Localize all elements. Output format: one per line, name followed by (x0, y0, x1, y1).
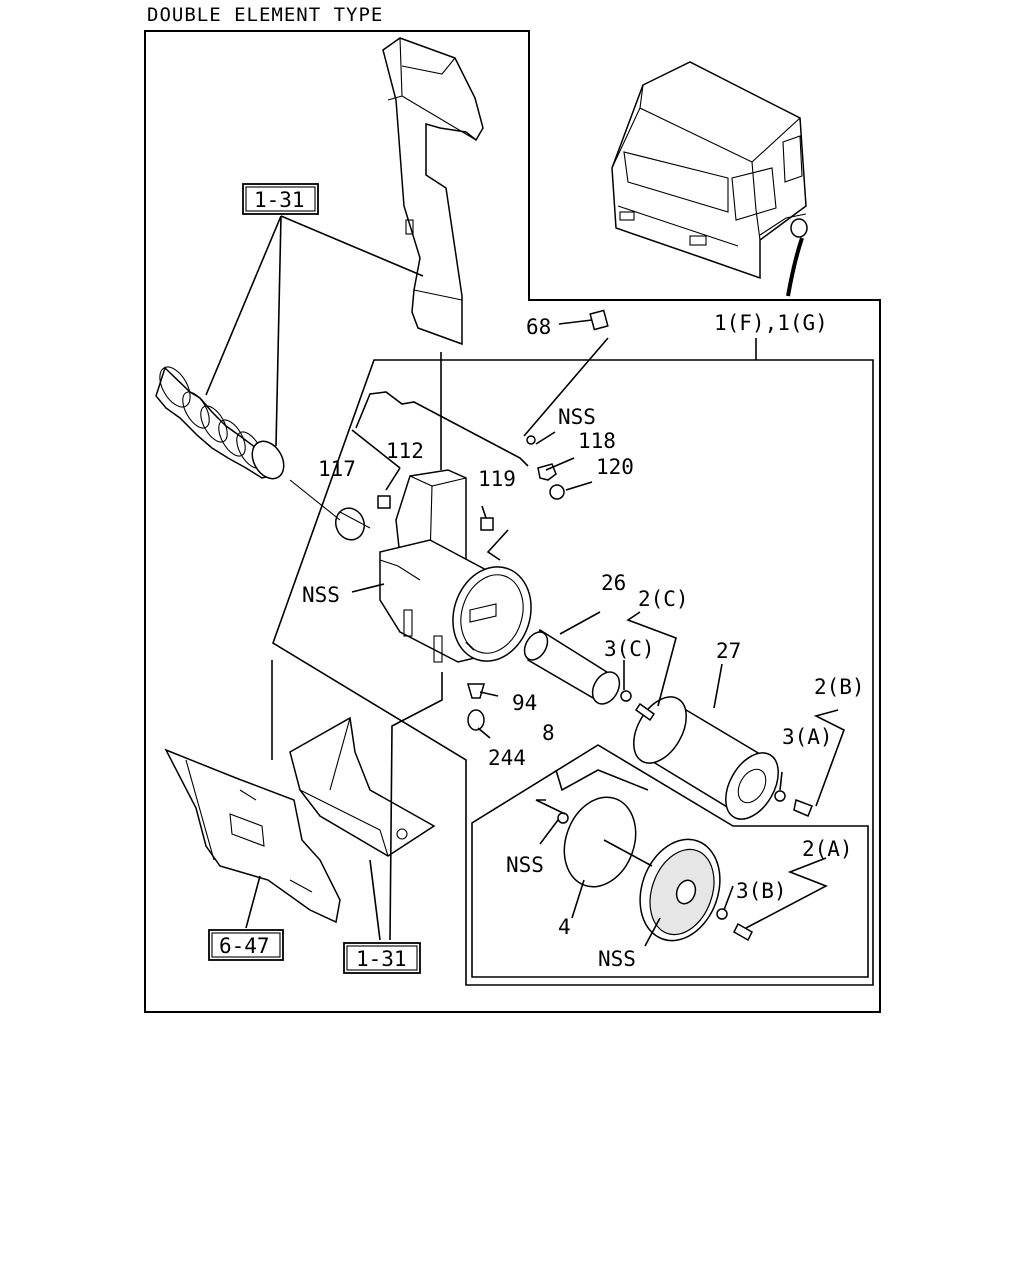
wing-bolt-2c (634, 702, 656, 722)
outer-element-27 (633, 696, 779, 820)
label-27: 27 (716, 639, 741, 663)
bolt-117 (377, 495, 391, 509)
label-nss-housing: NSS (302, 583, 340, 607)
truck-cab-illustration (611, 61, 808, 297)
label-117: 117 (318, 457, 356, 481)
label-3a: 3(A) (782, 725, 833, 749)
intake-flange (335, 507, 371, 541)
label-119: 119 (478, 467, 516, 491)
inner-element-26 (523, 628, 621, 705)
label-112: 112 (386, 439, 424, 463)
label-assembly: 1(F),1(G) (714, 311, 828, 335)
label-nss-washer: NSS (558, 405, 596, 429)
label-8: 8 (542, 721, 555, 745)
label-120: 120 (596, 455, 634, 479)
washer-3b (716, 908, 728, 920)
reference-box-panel[interactable]: 6-47 (208, 929, 284, 961)
mounting-rod (355, 391, 529, 467)
label-244: 244 (488, 746, 526, 770)
leader-lines (245, 319, 845, 947)
gasket-4 (563, 796, 637, 888)
label-68: 68 (526, 315, 551, 339)
washer-nss-cover (557, 812, 569, 824)
label-94: 94 (512, 691, 537, 715)
side-panel (164, 748, 341, 924)
cover-plate (639, 838, 721, 942)
label-118: 118 (578, 429, 616, 453)
label-nss-cover: NSS (598, 947, 636, 971)
reference-box-upper[interactable]: 1-31 (242, 183, 319, 215)
svg-text:1-31: 1-31 (356, 947, 407, 971)
washer-nss (526, 435, 536, 445)
flexible-intake-hose (155, 366, 285, 480)
label-2c: 2(C) (638, 587, 689, 611)
reference-box-bracket[interactable]: 1-31 (343, 942, 421, 974)
label-26: 26 (601, 571, 626, 595)
nut-120 (549, 484, 565, 500)
bolt-119 (480, 517, 494, 531)
snorkel-intake-duct (382, 37, 484, 346)
mounting-bracket (289, 716, 436, 857)
label-4: 4 (558, 915, 571, 939)
cap-244 (467, 709, 485, 731)
air-cleaner-housing (379, 469, 532, 663)
label-3b: 3(B) (736, 879, 787, 903)
wing-bolt-2a (733, 922, 753, 942)
clamp-94 (467, 683, 485, 699)
wing-bolt-2b (793, 798, 813, 817)
label-2b: 2(B) (814, 675, 865, 699)
diagram-title: DOUBLE ELEMENT TYPE (147, 4, 383, 26)
label-3c: 3(C) (604, 637, 655, 661)
outer-frame (144, 30, 881, 1013)
washer-3a (774, 790, 786, 802)
label-2a: 2(A) (802, 837, 853, 861)
callout-labels: 1(F),1(G) 68 NSS 112 118 120 117 119 NSS… (302, 311, 865, 971)
washer-3c (620, 690, 632, 702)
svg-text:6-47: 6-47 (219, 934, 270, 958)
assembly-frame (272, 359, 874, 986)
leader-1-31-upper (205, 215, 424, 447)
element-subframe (471, 744, 869, 978)
svg-text:1-31: 1-31 (254, 188, 305, 212)
screw-68 (589, 309, 609, 331)
label-nss-gasket: NSS (506, 853, 544, 877)
